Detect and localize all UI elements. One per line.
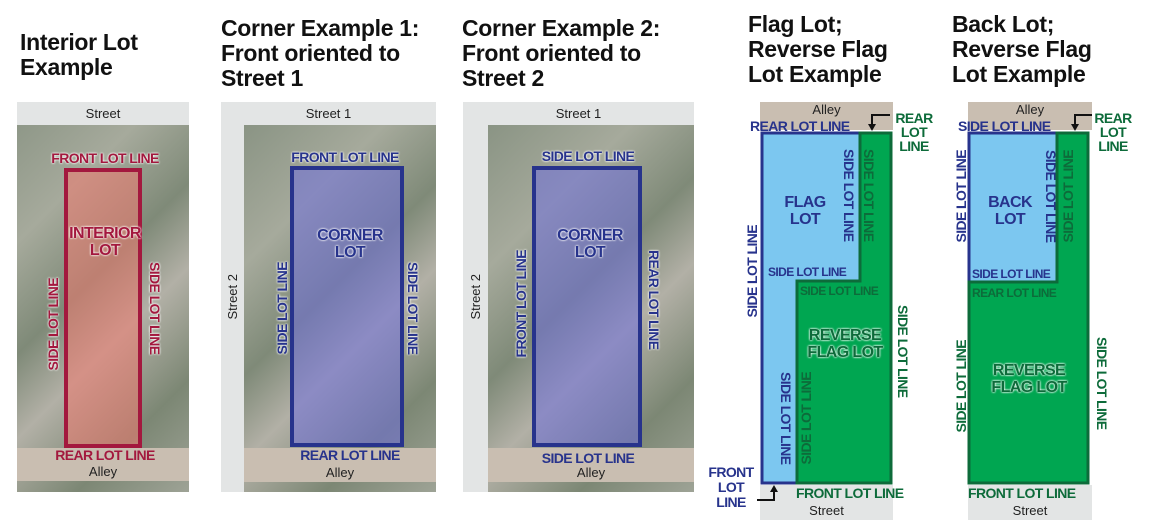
street2-band: Street 2 (221, 102, 244, 492)
alley-band: Alley (968, 102, 1092, 130)
rear-arrow-icon (871, 114, 890, 126)
reverse-flag-lot-shape (795, 131, 893, 485)
alley-band: Alley (244, 448, 436, 482)
street1-band: Street 1 (463, 102, 694, 125)
side-lot-line-label: SIDE LOT LINE (953, 340, 969, 433)
title-interior: Interior Lot Example (20, 29, 138, 80)
corner-lot-boundary (532, 166, 642, 447)
side-lot-line-label: SIDE LOT LINE (1043, 150, 1059, 243)
corner-lot-boundary (290, 166, 404, 447)
front-lot-line-label: FRONT LOT LINE (968, 485, 1076, 501)
side-lot-line-label: SIDE LOT LINE (1060, 150, 1076, 243)
side-lot-line-label: SIDE LOT LINE (841, 149, 857, 242)
back-lot-shape (967, 131, 1059, 284)
arrow-head-icon (770, 485, 778, 492)
rear-lot-line-label: REAR LOT LINE (646, 250, 662, 350)
rear-lot-line-green-label: REAR LOT LINE (895, 110, 933, 154)
front-lot-line-green-label: FRONT LOT LINE (796, 485, 904, 501)
side-lot-line-label: SIDE LOT LINE (861, 149, 877, 242)
alley-band: Alley (17, 448, 189, 481)
back-lot-label: BACK LOT (988, 194, 1032, 228)
reverse-flag-lot-label: REVERSE FLAG LOT (807, 327, 883, 361)
side-lot-line-label: SIDE LOT LINE (1094, 337, 1110, 430)
title-corner2: Corner Example 2: Front oriented to Stre… (462, 15, 661, 91)
interior-lot-boundary (64, 168, 142, 448)
interior-lot-label: INTERIOR LOT (69, 225, 141, 259)
side-lot-line-top-label: SIDE LOT LINE (541, 148, 635, 164)
front-arrow-icon (757, 490, 775, 501)
arrow-head-icon (868, 124, 876, 131)
side-lot-line-right-label: SIDE LOT LINE (147, 262, 163, 355)
rear-lot-line-green-label: REAR LOT LINE (1094, 110, 1132, 154)
side-lot-line-label: SIDE LOT LINE (768, 265, 847, 279)
street1-band: Street 1 (221, 102, 436, 125)
reverse-flag-lot-shape (967, 131, 1090, 485)
side-lot-line-label: SIDE LOT LINE (778, 372, 794, 465)
rear-lot-line-label: REAR LOT LINE (55, 447, 155, 463)
rear-arrow-icon (1074, 114, 1092, 126)
side-lot-line-label: SIDE LOT LINE (800, 284, 879, 298)
reverse-flag-lot-label: REVERSE FLAG LOT (991, 362, 1067, 396)
side-lot-line-label: SIDE LOT LINE (972, 267, 1051, 281)
front-lot-line-label: FRONT LOT LINE (51, 150, 159, 166)
rear-lot-line-label: REAR LOT LINE (972, 286, 1057, 300)
rear-lot-line-label: REAR LOT LINE (300, 447, 400, 463)
arrow-head-icon (1071, 124, 1079, 131)
side-lot-line-label: SIDE LOT LINE (958, 118, 1051, 134)
front-lot-line-label: FRONT LOT LINE (291, 149, 399, 165)
rear-lot-line-blue-label: REAR LOT LINE (750, 118, 850, 134)
flag-lot-label: FLAG LOT (784, 194, 826, 228)
street-band: Street (17, 102, 189, 125)
alley-band: Alley (488, 448, 694, 482)
street-band: Street (968, 485, 1092, 520)
side-lot-line-right-label: SIDE LOT LINE (405, 262, 421, 355)
title-corner1: Corner Example 1: Front oriented to Stre… (221, 15, 420, 91)
front-lot-line-blue-label: FRONT LOT LINE (708, 464, 754, 510)
side-lot-line-label: SIDE LOT LINE (953, 150, 969, 243)
corner-lot-label: CORNER LOT (557, 227, 623, 261)
street-band: Street (760, 485, 893, 520)
corner-lot-label: CORNER LOT (317, 227, 383, 261)
title-back: Back Lot; Reverse Flag Lot Example (952, 11, 1092, 87)
side-lot-line-bottom-label: SIDE LOT LINE (541, 450, 635, 466)
side-lot-line-label: SIDE LOT LINE (895, 305, 911, 398)
title-flag: Flag Lot; Reverse Flag Lot Example (748, 11, 888, 87)
street2-band: Street 2 (463, 102, 488, 492)
